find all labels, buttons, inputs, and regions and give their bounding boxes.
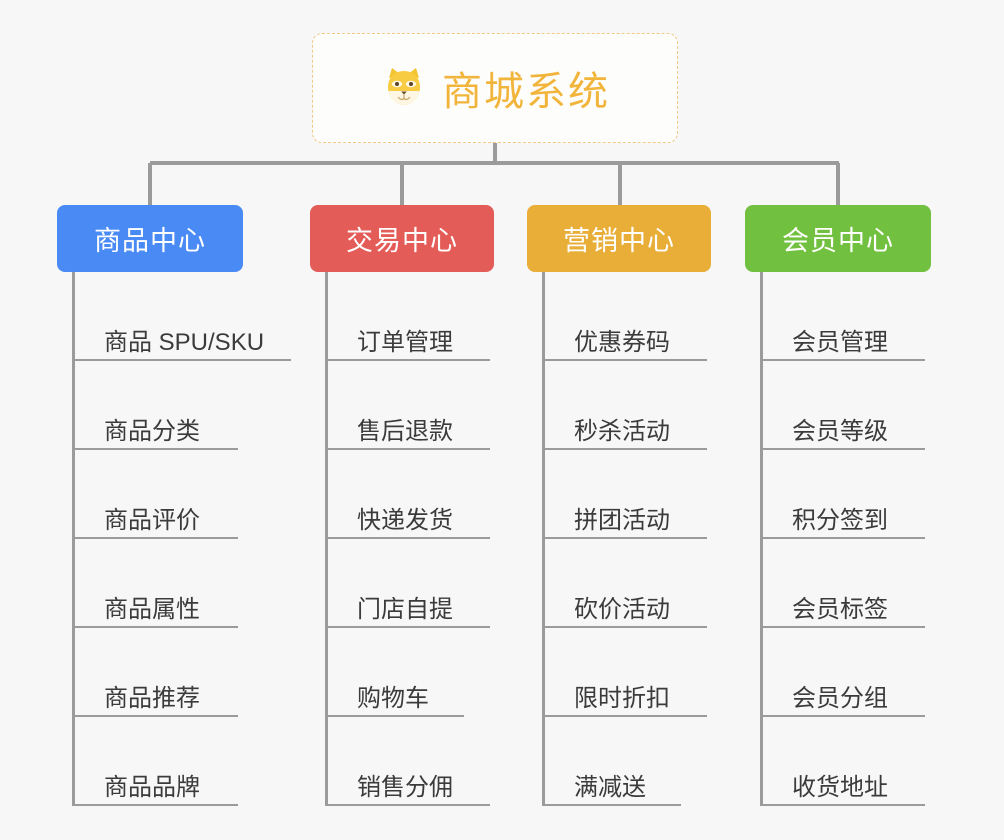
leaf-item-label: 满减送 [574,774,646,802]
leaf-item[interactable]: 砍价活动 [542,539,711,628]
leaf-underline [760,448,925,450]
leaf-underline [542,359,707,361]
leaf-item[interactable]: 门店自提 [325,539,494,628]
branch-4: 会员中心会员管理会员等级积分签到会员标签会员分组收货地址 [745,205,931,806]
leaf-item-label: 门店自提 [357,596,453,624]
leaf-item[interactable]: 收货地址 [760,717,931,806]
leaf-underline [325,626,490,628]
branch-items-list: 会员管理会员等级积分签到会员标签会员分组收货地址 [760,272,931,806]
branch-spine-line [760,272,763,806]
leaf-item-label: 会员等级 [792,418,888,446]
leaf-underline [760,804,925,806]
leaf-item[interactable]: 商品评价 [72,450,264,539]
leaf-underline [325,715,464,717]
leaf-item[interactable]: 会员等级 [760,361,931,450]
branch-head-button[interactable]: 营销中心 [527,205,711,272]
leaf-item-label: 拼团活动 [574,507,670,535]
leaf-item[interactable]: 会员管理 [760,272,931,361]
leaf-item[interactable]: 拼团活动 [542,450,711,539]
leaf-item-label: 销售分佣 [357,774,453,802]
branch-items-list: 优惠券码秒杀活动拼团活动砍价活动限时折扣满减送 [542,272,711,806]
leaf-item-label: 商品分类 [104,418,200,446]
leaf-underline [72,804,238,806]
leaf-item[interactable]: 订单管理 [325,272,494,361]
leaf-item-label: 秒杀活动 [574,418,670,446]
leaf-underline [325,359,490,361]
leaf-item-label: 商品 SPU/SKU [104,329,265,357]
branch-head-button[interactable]: 商品中心 [57,205,243,272]
branch-spine-line [72,272,75,806]
leaf-item[interactable]: 商品推荐 [72,628,264,717]
leaf-underline [72,626,238,628]
branch-spine-line [325,272,328,806]
leaf-underline [542,448,707,450]
leaf-item-label: 收货地址 [792,774,888,802]
shiba-dog-icon [380,64,428,112]
leaf-underline [542,804,681,806]
leaf-underline [72,715,238,717]
leaf-underline [72,359,291,361]
leaf-item-label: 订单管理 [357,329,453,357]
leaf-item[interactable]: 会员分组 [760,628,931,717]
leaf-item-label: 会员标签 [792,596,888,624]
leaf-item[interactable]: 商品 SPU/SKU [72,272,291,361]
branch-3: 营销中心优惠券码秒杀活动拼团活动砍价活动限时折扣满减送 [527,205,711,806]
leaf-underline [325,804,490,806]
branch-items-list: 订单管理售后退款快递发货门店自提购物车销售分佣 [325,272,494,806]
leaf-item[interactable]: 商品属性 [72,539,264,628]
leaf-item-label: 商品推荐 [104,685,200,713]
leaf-item-label: 售后退款 [357,418,453,446]
branch-head-label: 商品中心 [94,226,206,256]
leaf-underline [760,359,925,361]
leaf-underline [542,626,707,628]
leaf-underline [72,537,238,539]
leaf-item[interactable]: 售后退款 [325,361,494,450]
root-node[interactable]: 商城系统 [312,33,678,143]
leaf-underline [760,537,925,539]
leaf-item-label: 会员管理 [792,329,888,357]
page-title: 商城系统 [442,70,610,114]
leaf-underline [760,626,925,628]
leaf-item-label: 会员分组 [792,685,888,713]
leaf-item-label: 快递发货 [357,507,453,535]
branch-spine-line [542,272,545,806]
leaf-item[interactable]: 会员标签 [760,539,931,628]
leaf-item-label: 限时折扣 [574,685,670,713]
leaf-item[interactable]: 限时折扣 [542,628,711,717]
leaf-item[interactable]: 商品分类 [72,361,264,450]
branch-head-button[interactable]: 会员中心 [745,205,931,272]
leaf-item-label: 商品评价 [104,507,200,535]
leaf-item[interactable]: 商品品牌 [72,717,264,806]
leaf-item[interactable]: 优惠券码 [542,272,711,361]
branch-items-list: 商品 SPU/SKU 商品分类商品评价商品属性商品推荐商品品牌 [72,272,291,806]
branch-head-label: 交易中心 [346,226,458,256]
branch-head-label: 会员中心 [782,226,894,256]
leaf-item-label: 优惠券码 [574,329,670,357]
leaf-underline [542,537,707,539]
leaf-item-label: 商品属性 [104,596,200,624]
leaf-item-label: 砍价活动 [574,596,670,624]
branch-2: 交易中心订单管理售后退款快递发货门店自提购物车销售分佣 [310,205,494,806]
leaf-item[interactable]: 购物车 [325,628,494,717]
branch-head-label: 营销中心 [563,226,675,256]
branch-head-button[interactable]: 交易中心 [310,205,494,272]
leaf-underline [325,448,490,450]
leaf-item[interactable]: 秒杀活动 [542,361,711,450]
leaf-underline [325,537,490,539]
leaf-item-label: 购物车 [357,685,429,713]
leaf-item-label: 商品品牌 [104,774,200,802]
leaf-item-label: 积分签到 [792,507,888,535]
leaf-item[interactable]: 快递发货 [325,450,494,539]
leaf-underline [760,715,925,717]
leaf-item[interactable]: 积分签到 [760,450,931,539]
leaf-item[interactable]: 满减送 [542,717,711,806]
leaf-item[interactable]: 销售分佣 [325,717,494,806]
leaf-underline [72,448,238,450]
leaf-underline [542,715,707,717]
branch-1: 商品中心商品 SPU/SKU 商品分类商品评价商品属性商品推荐商品品牌 [57,205,291,806]
